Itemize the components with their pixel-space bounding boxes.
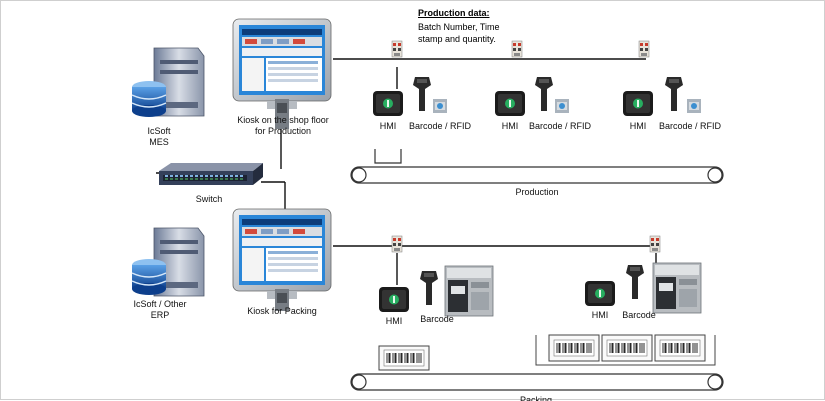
rfid-reader-icon — [555, 99, 569, 113]
hmi-label: HMI — [629, 121, 647, 131]
barcode-label: Barcode — [420, 314, 454, 324]
hmi-label: HMI — [379, 121, 397, 131]
barcode-rfid-label: Barcode / RFID — [529, 121, 592, 131]
switch-label: Switch — [195, 194, 223, 204]
hmi-label: HMI — [385, 316, 403, 326]
database-icon — [131, 81, 167, 117]
barcode-scanner-icon — [665, 77, 683, 111]
production-kiosk-label: Kiosk on the shop floor for Production — [237, 115, 329, 136]
barcode-scanner-icon — [626, 265, 644, 299]
mes-server-icon — [153, 47, 205, 117]
barcode-box — [378, 345, 430, 371]
barcode-label: Barcode — [622, 310, 656, 320]
production-kiosk-icon — [232, 18, 332, 129]
production-data-title: Production data: — [418, 8, 490, 18]
erp-server-label: IcSoft / Other ERP — [133, 299, 187, 320]
production-line-label: Production — [515, 187, 559, 197]
hmi-label: HMI — [591, 310, 609, 320]
packing-line-label: Packing — [519, 395, 553, 401]
production-data-line-2: stamp and quantity. — [418, 34, 496, 44]
label-printer-icon — [444, 265, 494, 317]
packing-conveyor — [350, 373, 724, 391]
barcode-scanner-icon — [420, 271, 438, 305]
rfid-tag-icon — [649, 235, 661, 253]
rfid-reader-icon — [687, 99, 701, 113]
hmi-icon — [379, 287, 409, 312]
hmi-label: HMI — [501, 121, 519, 131]
rfid-tag-icon — [391, 235, 403, 253]
mes-server-label: IcSoft MES — [147, 126, 171, 147]
database-icon — [131, 259, 167, 295]
production-data-line-1: Batch Number, Time — [418, 22, 500, 32]
production-conveyor — [350, 149, 724, 184]
hmi-icon — [585, 281, 615, 306]
packed-cartons — [535, 334, 716, 366]
barcode-scanner-icon — [535, 77, 553, 111]
barcode-rfid-label: Barcode / RFID — [409, 121, 472, 131]
packing-kiosk-icon — [232, 208, 332, 311]
hmi-icon — [495, 91, 525, 116]
barcode-rfid-label: Barcode / RFID — [659, 121, 722, 131]
rfid-tag-icon — [391, 40, 403, 58]
barcode-scanner-icon — [413, 77, 431, 111]
packing-kiosk-label: Kiosk for Packing — [247, 306, 317, 316]
network-switch-icon — [159, 163, 263, 185]
hmi-icon — [373, 91, 403, 116]
rfid-tag-icon — [511, 40, 523, 58]
hmi-icon — [623, 91, 653, 116]
rfid-tag-icon — [638, 40, 650, 58]
label-printer-icon — [652, 262, 702, 314]
rfid-reader-icon — [433, 99, 447, 113]
